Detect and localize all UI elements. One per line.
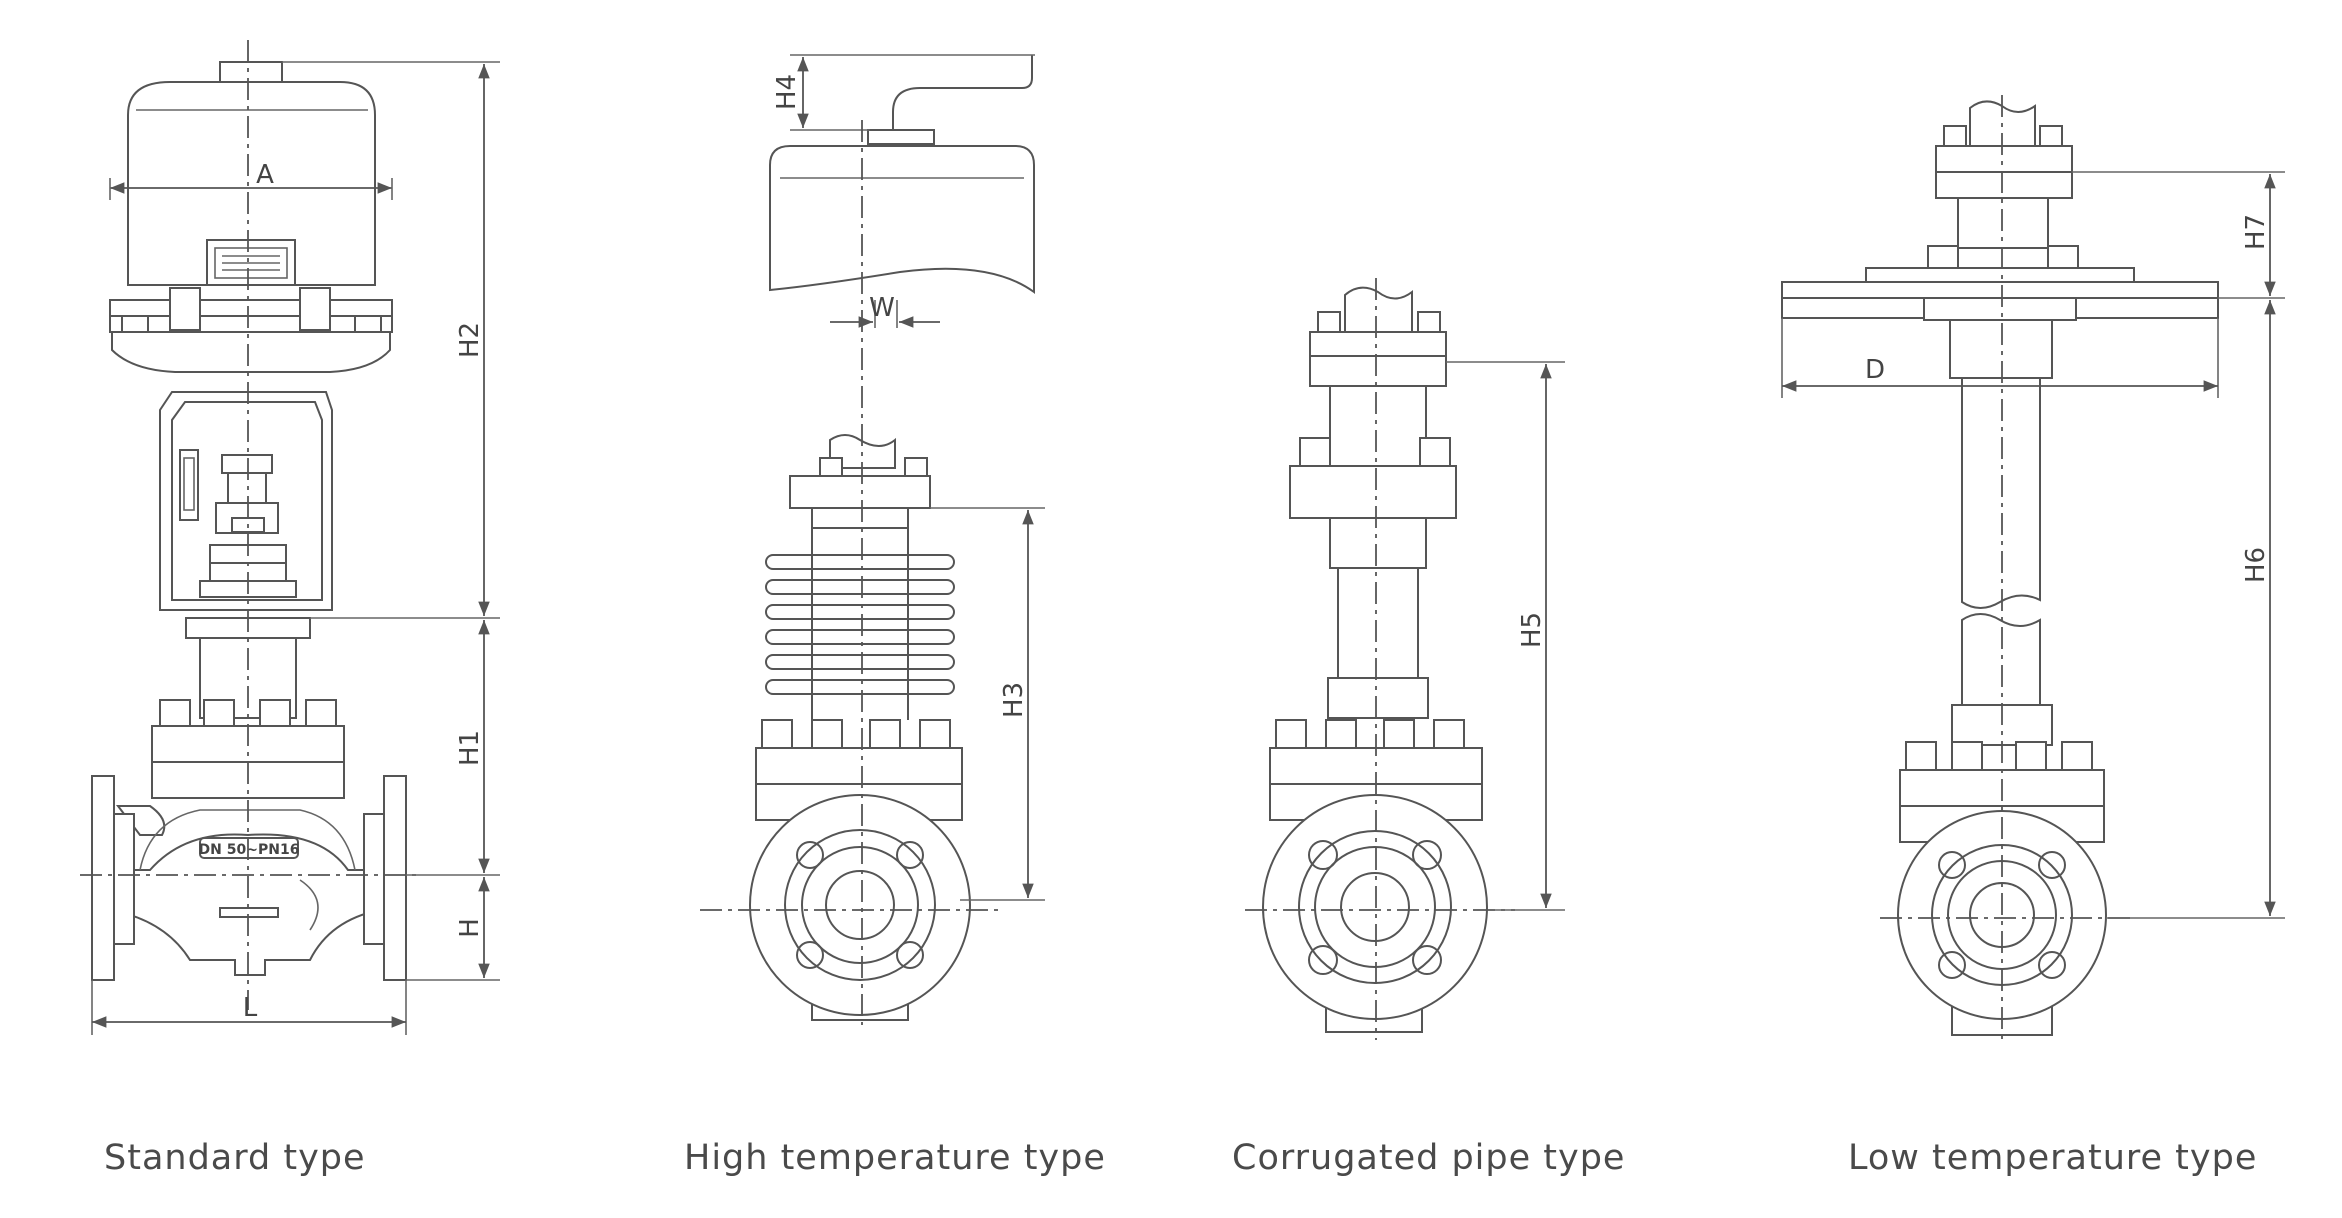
dim-h-label: H <box>455 918 485 938</box>
dim-h1-label: H1 <box>455 730 485 766</box>
caption-low-temperature-type: Low temperature type <box>1848 1138 2258 1178</box>
dim-h7-label: H7 <box>2241 214 2271 250</box>
caption-corrugated-pipe-type: Corrugated pipe type <box>1232 1138 1626 1178</box>
cooling-fins <box>765 554 955 695</box>
high-temperature-type-valve: H4 W <box>700 54 1045 1025</box>
corrugated-pipe-type-valve: H5 <box>1245 278 1565 1040</box>
dim-d-label: D <box>1865 355 1885 385</box>
caption-high-temperature-type: High temperature type <box>684 1138 1106 1178</box>
dim-l-label: L <box>243 993 258 1023</box>
nameplate-label: DN 50~PN16 <box>199 842 300 858</box>
caption-standard-type: Standard type <box>104 1138 366 1178</box>
dim-h4-label: H4 <box>772 74 802 110</box>
dim-a-label: A <box>256 160 274 190</box>
low-temperature-type-valve: D H7 H6 <box>1781 95 2285 1040</box>
dim-h3-label: H3 <box>999 682 1029 718</box>
dim-h6-label: H6 <box>2241 547 2271 583</box>
dim-w-label: W <box>869 293 895 323</box>
dim-h2-label: H2 <box>455 322 485 358</box>
dim-h5-label: H5 <box>1517 612 1547 648</box>
standard-type-valve: DN 50~PN16 A H2 H1 H L <box>80 40 500 1035</box>
